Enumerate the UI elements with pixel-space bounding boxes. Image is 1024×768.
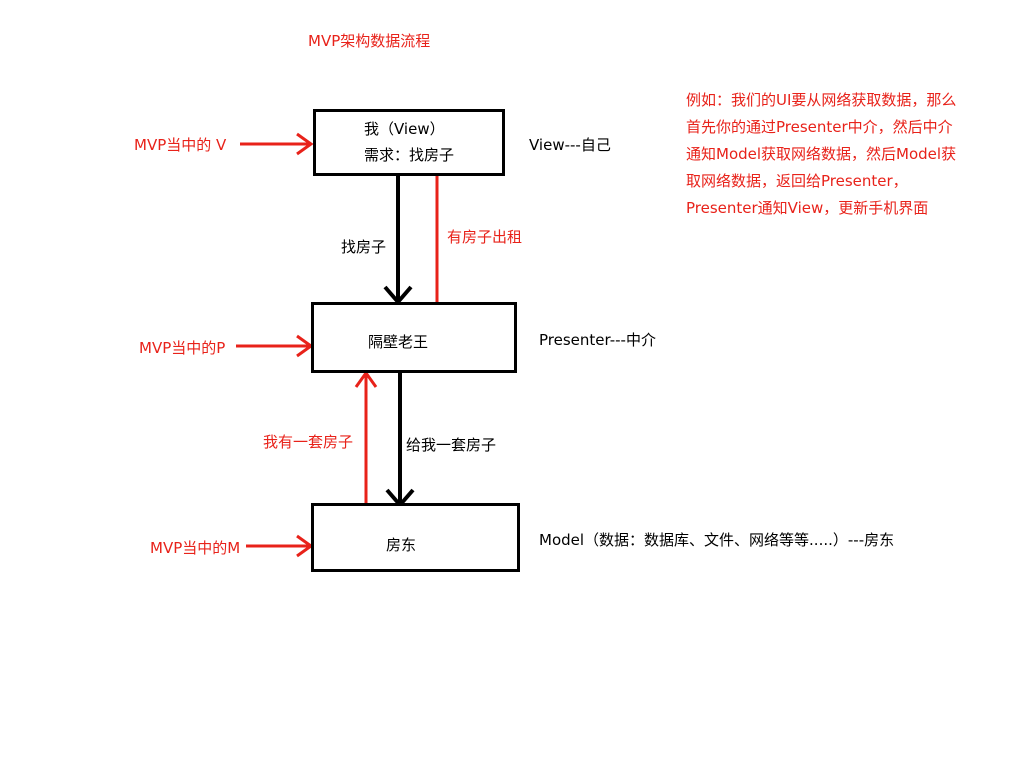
model-box-label: 房东 <box>386 536 417 554</box>
label-mvp-p: MVP当中的P <box>139 339 226 357</box>
view-box-line2: 需求：找房子 <box>364 146 455 164</box>
arrow-find-house <box>383 176 413 306</box>
label-give-me-house: 给我一套房子 <box>406 436 497 454</box>
label-model-role: Model（数据：数据库、文件、网络等等.....）---房东 <box>539 531 895 549</box>
label-has-rental: 有房子出租 <box>447 228 523 246</box>
note-line: Presenter通知View，更新手机界面 <box>686 199 929 217</box>
diagram-title: MVP架构数据流程 <box>308 32 431 50</box>
note-line: 首先你的通过Presenter中介，然后中介 <box>686 118 953 136</box>
label-find-house: 找房子 <box>341 238 387 256</box>
presenter-box: 隔壁老王 <box>311 302 517 373</box>
view-box-line1: 我（View） <box>364 120 445 138</box>
label-presenter-role: Presenter---中介 <box>539 331 656 349</box>
label-i-have-house: 我有一套房子 <box>263 433 354 451</box>
note-line: 例如：我们的UI要从网络获取数据，那么 <box>686 91 957 109</box>
label-mvp-v: MVP当中的 V <box>134 136 227 154</box>
arrow-p-pointer <box>236 334 314 358</box>
presenter-box-label: 隔壁老王 <box>368 333 429 351</box>
arrow-v-pointer <box>240 132 314 156</box>
arrow-m-pointer <box>246 534 314 558</box>
label-view-role: View---自己 <box>529 136 611 154</box>
explanation-note: 例如：我们的UI要从网络获取数据，那么 首先你的通过Presenter中介，然后… <box>686 87 986 222</box>
note-line: 通知Model获取网络数据，然后Model获 <box>686 145 957 163</box>
note-line: 取网络数据，返回给Presenter， <box>686 172 908 190</box>
view-box: 我（View） 需求：找房子 <box>313 109 505 176</box>
label-mvp-m: MVP当中的M <box>150 539 241 557</box>
arrow-i-have-house <box>354 370 378 503</box>
model-box: 房东 <box>311 503 520 572</box>
